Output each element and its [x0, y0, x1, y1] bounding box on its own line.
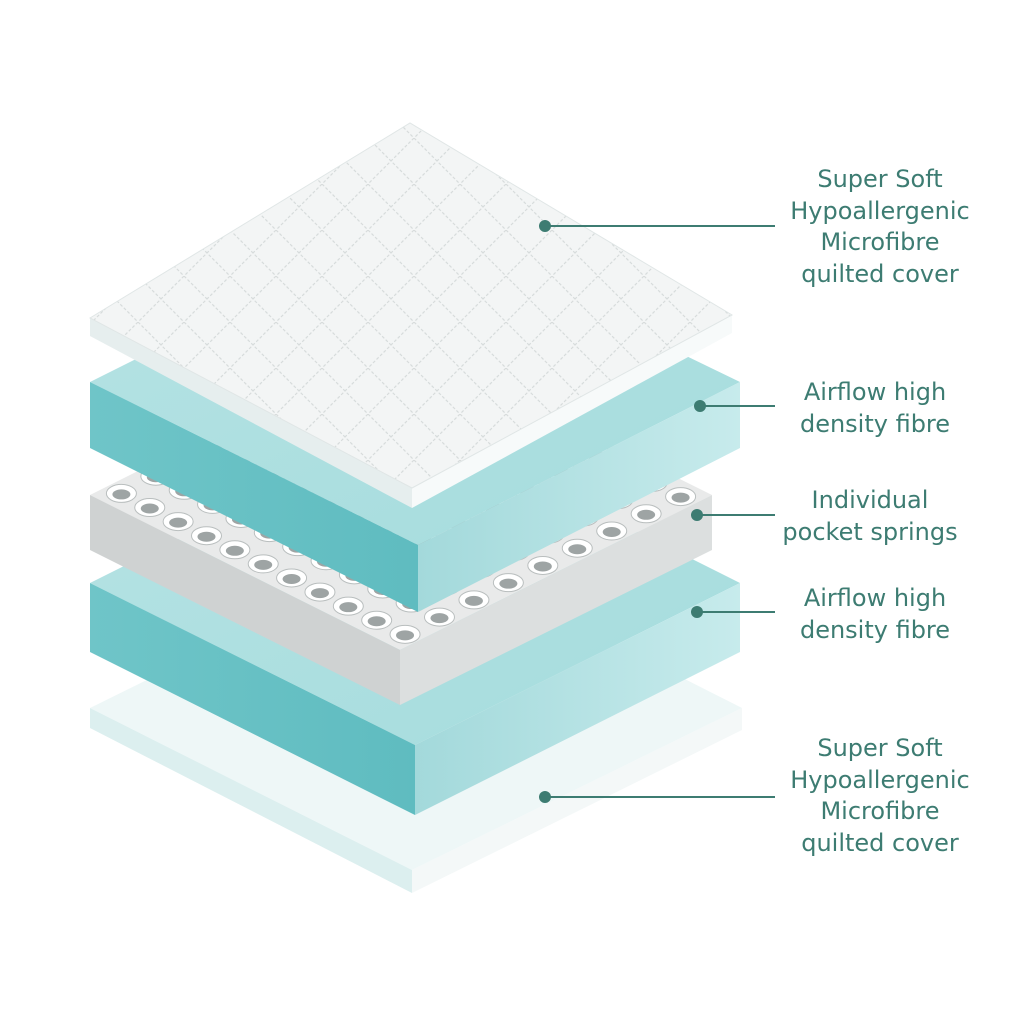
- spring-coil-hole: [499, 578, 518, 589]
- label-bottom-cover: Super Soft Hypoallergenic Microfibre qui…: [790, 734, 970, 857]
- spring-coil-hole: [533, 561, 552, 572]
- spring-coil-hole: [254, 559, 273, 570]
- spring-coil-hole: [367, 616, 386, 627]
- spring-coil-hole: [637, 509, 656, 520]
- spring-coil-hole: [464, 595, 483, 606]
- label-bottom-fibre: Airflow high density fibre: [799, 584, 951, 644]
- label-top-cover: Super Soft Hypoallergenic Microfibre qui…: [790, 165, 970, 288]
- callout-dot-cover-top: [539, 220, 551, 232]
- spring-coil-hole: [169, 517, 188, 528]
- callout-dot-fibre-top: [694, 400, 706, 412]
- spring-coil-hole: [197, 531, 216, 542]
- label-top-fibre: Airflow high density fibre: [799, 378, 951, 438]
- spring-coil-hole: [671, 492, 690, 503]
- spring-coil-hole: [140, 503, 159, 514]
- spring-coil-hole: [568, 544, 587, 555]
- spring-coil-hole: [430, 613, 449, 624]
- label-pocket-springs: Individual pocket springs: [782, 486, 958, 546]
- callout-dot-fibre-bottom: [691, 606, 703, 618]
- callout-dot-cover-bottom: [539, 791, 551, 803]
- callout-dot-springs: [691, 509, 703, 521]
- spring-coil-hole: [282, 573, 301, 584]
- spring-coil-hole: [339, 602, 358, 613]
- spring-coil-hole: [225, 545, 244, 556]
- top-cover-layer: [88, 122, 734, 508]
- spring-coil-hole: [602, 527, 621, 538]
- spring-coil-hole: [310, 588, 329, 599]
- spring-coil-hole: [112, 489, 131, 500]
- spring-coil-hole: [396, 630, 415, 641]
- callout-lines: [539, 220, 775, 803]
